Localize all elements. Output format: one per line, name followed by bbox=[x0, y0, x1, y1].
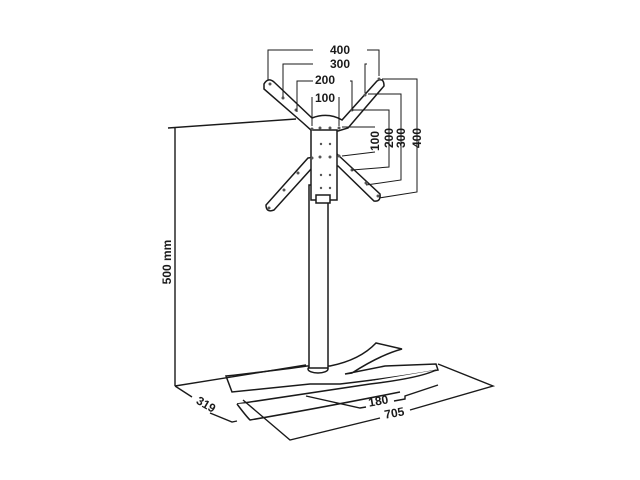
dim-horizontal-400: 400 bbox=[330, 43, 350, 57]
dim-vertical-300: 300 bbox=[394, 128, 408, 148]
dim-vertical-200: 200 bbox=[382, 128, 396, 148]
mounting-holes bbox=[267, 77, 381, 210]
pole bbox=[308, 184, 329, 369]
dim-horizontal-300: 300 bbox=[330, 57, 350, 71]
base bbox=[224, 342, 439, 421]
base-dimensions bbox=[174, 363, 496, 441]
vesa-bracket bbox=[263, 77, 385, 212]
dim-height: 500 mm bbox=[160, 240, 174, 285]
dim-base-depth: 319 bbox=[194, 393, 219, 415]
height-dimension bbox=[167, 118, 307, 387]
vesa-vertical-dimensions bbox=[341, 78, 418, 199]
vesa-horizontal-dimensions bbox=[267, 49, 380, 126]
dim-base-inner: 180 bbox=[367, 392, 389, 409]
dim-horizontal-200: 200 bbox=[315, 73, 335, 87]
dim-base-width: 705 bbox=[383, 404, 405, 421]
dim-horizontal-100: 100 bbox=[315, 91, 335, 105]
dim-vertical-100: 100 bbox=[368, 131, 382, 151]
dim-vertical-400: 400 bbox=[410, 128, 424, 148]
